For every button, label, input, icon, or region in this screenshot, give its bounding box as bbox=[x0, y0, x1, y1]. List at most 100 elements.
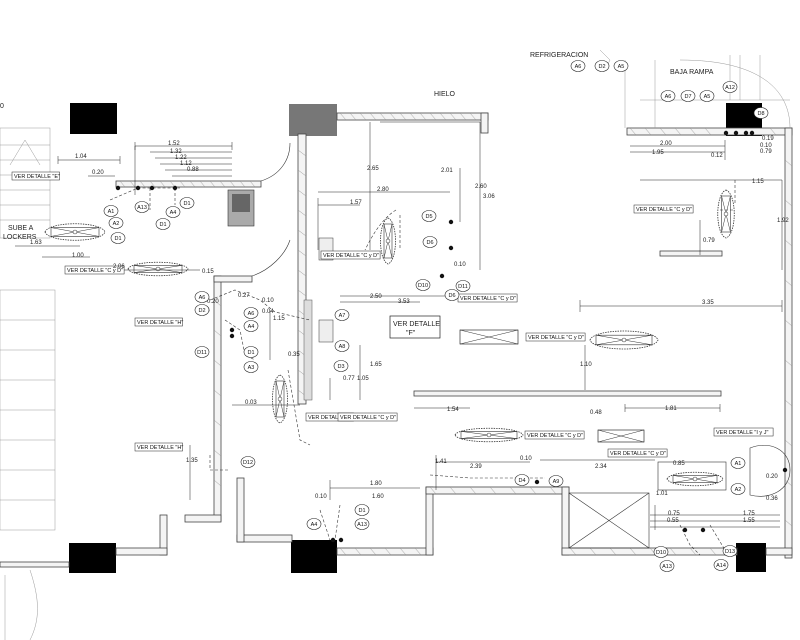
junction-dot bbox=[700, 527, 706, 533]
circuit-tag-label: D4 bbox=[518, 478, 525, 484]
dimension-label: 1.75 bbox=[743, 511, 755, 517]
circuit-tag: A14 bbox=[713, 559, 729, 571]
dimension-label: 1.80 bbox=[370, 481, 382, 487]
dimension-label: 0.88 bbox=[187, 167, 199, 173]
circuit-tag-label: D11 bbox=[458, 284, 468, 290]
detail-ref-label: VER DETALLE "H" bbox=[137, 320, 183, 326]
light-fixture bbox=[454, 427, 524, 443]
dimension-label: 1.55 bbox=[743, 518, 755, 524]
edge-mark: 0 bbox=[0, 103, 4, 110]
circuit-tag-label: A1 bbox=[108, 209, 115, 215]
light-fixture bbox=[717, 189, 735, 239]
circuit-tag: D1 bbox=[179, 197, 195, 209]
dimension-label: 1.22 bbox=[175, 155, 187, 161]
dimension-label: 2.34 bbox=[595, 464, 607, 470]
circuit-tag-label: A6 bbox=[199, 295, 206, 301]
circuit-tag-label: D1 bbox=[159, 222, 166, 228]
circuit-tag: D12 bbox=[240, 456, 256, 468]
circuit-tag: D6 bbox=[444, 289, 460, 301]
junction-dot bbox=[229, 333, 235, 339]
light-fixture bbox=[272, 374, 288, 424]
circuit-tag-label: A4 bbox=[170, 210, 177, 216]
circuit-tag-label: A7 bbox=[339, 313, 346, 319]
column-block bbox=[69, 543, 116, 573]
detail-references: VER DETALLE "E"VER DETALLE "C y D"VER DE… bbox=[11, 171, 774, 458]
stairs-area bbox=[0, 127, 56, 640]
circuit-tag-label: A14 bbox=[716, 563, 726, 569]
circuit-tag-label: A4 bbox=[248, 324, 255, 330]
dimension-label: 1.05 bbox=[357, 376, 369, 382]
detail-ref-label: VER DETALLE "C y D" bbox=[527, 433, 583, 439]
dimension-label: 0.36 bbox=[766, 496, 778, 502]
junction-dot bbox=[749, 130, 755, 136]
dimension-label: 0.79 bbox=[703, 238, 715, 244]
dimension-label: 0.35 bbox=[288, 352, 300, 358]
dimension-label: 0.20 bbox=[92, 170, 104, 176]
dimension-label: 2.80 bbox=[377, 187, 389, 193]
junction-dot bbox=[149, 185, 155, 191]
dimension-label: 0.19 bbox=[762, 136, 774, 142]
circuit-tag-label: D1 bbox=[358, 508, 365, 514]
callout-line-2: "F" bbox=[406, 330, 416, 337]
dimension-label: 2.65 bbox=[367, 166, 379, 172]
dimension-label: 1.15 bbox=[273, 316, 285, 322]
light-fixture bbox=[44, 223, 106, 241]
circuit-tag-label: D12 bbox=[243, 460, 253, 466]
circuit-tag: A8 bbox=[334, 340, 350, 352]
dimension-label: 0.27 bbox=[238, 293, 250, 299]
junction-dot bbox=[782, 467, 788, 473]
circuit-tag: A1 bbox=[730, 457, 746, 469]
detail-ref-label: VER DETALLE "C y D" bbox=[528, 335, 584, 341]
circuit-tag: A6 bbox=[570, 60, 586, 72]
dimension-label: 1.52 bbox=[168, 141, 180, 147]
circuit-tag-label: A5 bbox=[618, 64, 625, 70]
circuit-tag: D7 bbox=[680, 90, 696, 102]
dimension-lines bbox=[15, 121, 783, 530]
dimension-label: 3.35 bbox=[702, 300, 714, 306]
dimension-label: 2.06 bbox=[113, 264, 125, 270]
dimension-label: 1.10 bbox=[580, 362, 592, 368]
light-fixtures bbox=[44, 189, 735, 487]
circuit-tag: D2 bbox=[594, 60, 610, 72]
dimension-label: 1.12 bbox=[180, 161, 192, 167]
dimension-label: 1.15 bbox=[752, 179, 764, 185]
circuit-tag-label: D2 bbox=[598, 64, 605, 70]
circuit-tag-label: D13 bbox=[725, 549, 735, 555]
circuit-tag-label: A3 bbox=[248, 365, 255, 371]
circuit-tag-label: A5 bbox=[704, 94, 711, 100]
detail-ref-label: VER DETALLE "C y D" bbox=[636, 207, 692, 213]
junction-dot bbox=[448, 245, 454, 251]
dimension-label: 1.57 bbox=[350, 200, 362, 206]
circuit-tag-label: D10 bbox=[418, 283, 428, 289]
circuit-tag-label: D2 bbox=[198, 308, 205, 314]
dimension-label: 1.92 bbox=[777, 218, 789, 224]
dimension-label: 0.15 bbox=[202, 269, 214, 275]
circuit-tag-label: A8 bbox=[339, 344, 346, 350]
junction-dot bbox=[338, 537, 344, 543]
dimension-label: 0.10 bbox=[262, 298, 274, 304]
junction-dot bbox=[448, 219, 454, 225]
junction-dot bbox=[733, 130, 739, 136]
column-block bbox=[291, 540, 337, 573]
circuit-tag: D11 bbox=[455, 280, 471, 292]
circuit-tag: A2 bbox=[108, 217, 124, 229]
dimension-label: 0.20 bbox=[766, 474, 778, 480]
callout-line-1: VER DETALLE bbox=[393, 321, 440, 328]
room-label-baja-rampa: BAJA RAMPA bbox=[670, 69, 714, 76]
junction-dot bbox=[723, 130, 729, 136]
dimension-label: 1.00 bbox=[72, 253, 84, 259]
circuit-tag: A6 bbox=[660, 90, 676, 102]
dimension-label: 1.65 bbox=[370, 362, 382, 368]
junction-dot bbox=[682, 527, 688, 533]
dimension-label: 1.81 bbox=[665, 406, 677, 412]
dimension-label: 0.20 bbox=[207, 299, 219, 305]
dimension-label: 1.41 bbox=[435, 459, 447, 465]
callout-box bbox=[389, 315, 441, 339]
dimension-label: 2.01 bbox=[441, 168, 453, 174]
circuit-tag: D1 bbox=[243, 346, 259, 358]
wall-set bbox=[0, 112, 793, 568]
dimension-label: 1.60 bbox=[372, 494, 384, 500]
column-block bbox=[289, 104, 337, 136]
dimension-label: 0.10 bbox=[315, 494, 327, 500]
circuit-tag: A7 bbox=[334, 309, 350, 321]
